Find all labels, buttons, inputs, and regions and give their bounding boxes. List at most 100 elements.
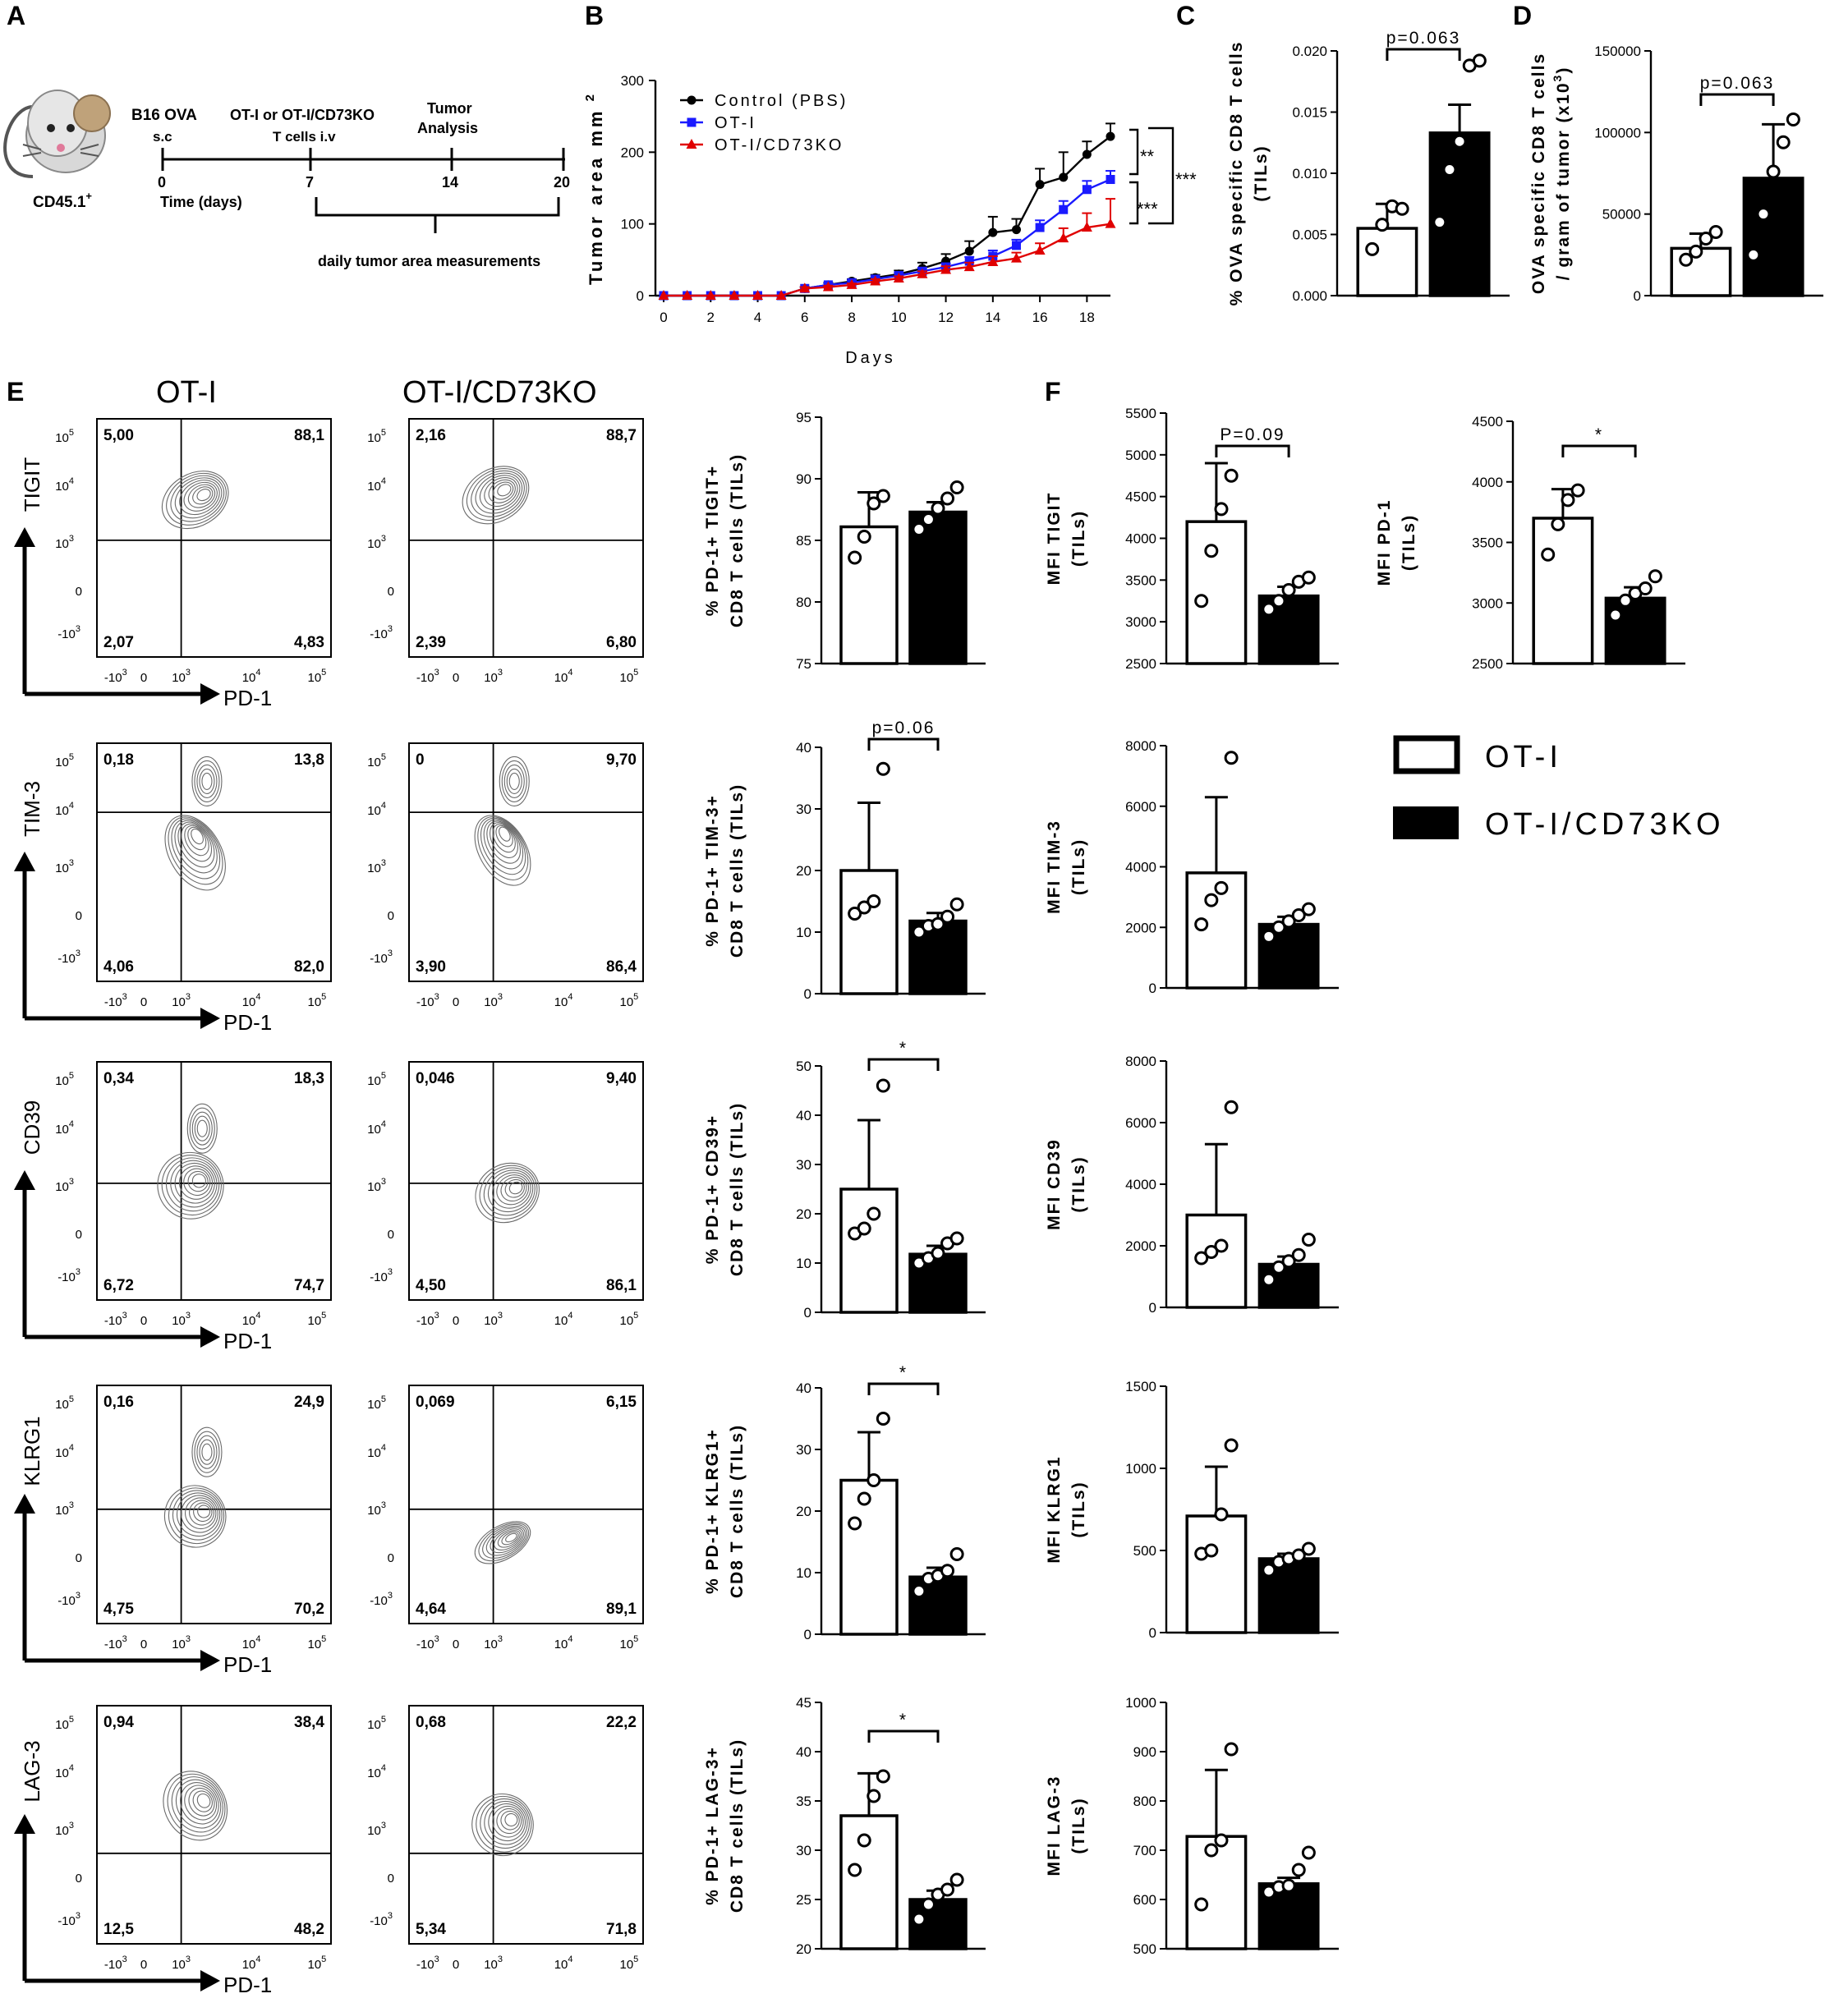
quadrant-lower-left: 5,34 [416,1921,446,1938]
data-point [1271,920,1286,935]
x-tick-label: 0 [140,671,147,685]
y-tick-exponent: 3 [76,1267,80,1277]
data-point [921,1897,935,1912]
data-point [1551,517,1565,531]
y-tick-label: 100 [621,217,644,232]
quadrant-upper-right: 22,2 [606,1714,637,1731]
quadrant-upper-left: 0,34 [103,1070,134,1087]
y-axis-title-sup: 2 [583,91,597,108]
data-point [876,1412,890,1426]
plot-frame [96,1705,332,1945]
y-tick-label: 105 [55,752,74,769]
y-tick-label: 104 [55,476,74,494]
y-tick-label: 90 [796,471,811,487]
contour-density [164,756,226,891]
y-tick-label: 10 [796,925,811,940]
y-tick-label: 0 [76,909,82,923]
contour-line [475,1162,540,1224]
y-tick-label: -103 [370,1591,393,1608]
contour-line [168,1487,225,1545]
data-point [1301,902,1316,916]
series-ot-i-cd73ko [658,198,1116,300]
y-tick-label: 30 [796,1843,811,1858]
contour-line [497,484,512,497]
x-tick-label: 104 [554,992,573,1009]
data-point [963,261,975,272]
y-tick-label: 0.010 [1292,166,1327,181]
y-tick-label: -103 [57,1267,80,1284]
x-tick-exponent: 5 [633,992,638,1002]
contour-density [161,471,229,530]
y-tick-label: 1000 [1125,1461,1156,1477]
y-tick-label: 104 [55,1763,74,1780]
flow-column-title-cd73ko: OT-I/CD73KO [402,375,597,410]
y-tick-exponent: 4 [381,476,386,486]
y-tick-label: 0.000 [1292,288,1327,304]
x-tick-label: 103 [484,1955,503,1972]
injection-label-2b: T cells i.v [273,129,336,145]
data-point [1699,231,1713,246]
contour-line [496,1808,522,1835]
contour-line [466,468,527,521]
quadrant-upper-left: 0,18 [103,751,134,769]
x-tick-exponent: 3 [122,992,127,1002]
y-tick-exponent: 5 [381,1071,386,1081]
y-tick-label: 4000 [1125,531,1156,547]
data-point [867,496,881,511]
y-tick-label: 103 [55,1821,74,1838]
timeline-tick-20: 20 [554,174,570,191]
y-tick-label: 6000 [1125,1115,1156,1131]
data-point [1204,893,1219,907]
significance-label: * [899,1039,908,1058]
quadrant-lower-left: 4,50 [416,1277,446,1294]
quadrant-upper-left: 0,68 [416,1714,446,1731]
contour-line [506,768,522,794]
contour-line [184,825,209,857]
x-tick-label: 105 [619,1955,638,1972]
y-tick-label: 0 [76,1551,82,1565]
legend-label: Control (PBS) [715,92,848,110]
data-point [1214,1833,1229,1848]
y-tick-exponent: 4 [381,1119,386,1129]
y-axis-title: Tumor area mm 2 [583,91,606,285]
data-point [1194,594,1209,609]
y-tick-label: 700 [1133,1843,1156,1858]
significance-label: p=0.063 [1386,29,1461,48]
contour-line [500,1810,520,1831]
data-point [1679,252,1694,267]
data-point [1034,244,1046,255]
y-tick-exponent: 3 [76,949,80,958]
data-point [940,264,952,274]
pd1-label: PD-1 [223,1329,272,1353]
y-axis-title-line2: CD8 T cells (TILs) [728,453,747,627]
y-tick-label: 103 [367,1821,386,1838]
y-axis-title: MFI KLRG1 [1045,1455,1064,1563]
marker-label: KLRG1 [20,1416,44,1486]
marker-axis-arrowhead [14,1814,35,1834]
contour-line [178,1165,214,1200]
legend-marker [687,95,696,105]
data-point [931,501,945,516]
bar-cd73ko [908,1575,968,1636]
y-tick-exponent: 3 [388,1267,393,1277]
contour-line [497,1530,521,1548]
significance-bracket [1129,128,1139,176]
data-point [1452,134,1467,149]
contour-line [187,484,216,508]
pd1-label: PD-1 [223,1652,272,1677]
mouse-icon [3,90,111,178]
x-tick-exponent: 5 [321,992,326,1002]
x-tick-label: 105 [619,668,638,685]
quadrant-lower-right: 48,2 [294,1921,324,1938]
y-axis-title: MFI PD-1 [1375,499,1394,586]
bar-ot1 [839,869,899,995]
x-tick-exponent: 4 [568,1311,572,1321]
data-point [1281,1254,1296,1269]
quadrant-upper-left: 5,00 [103,427,134,444]
